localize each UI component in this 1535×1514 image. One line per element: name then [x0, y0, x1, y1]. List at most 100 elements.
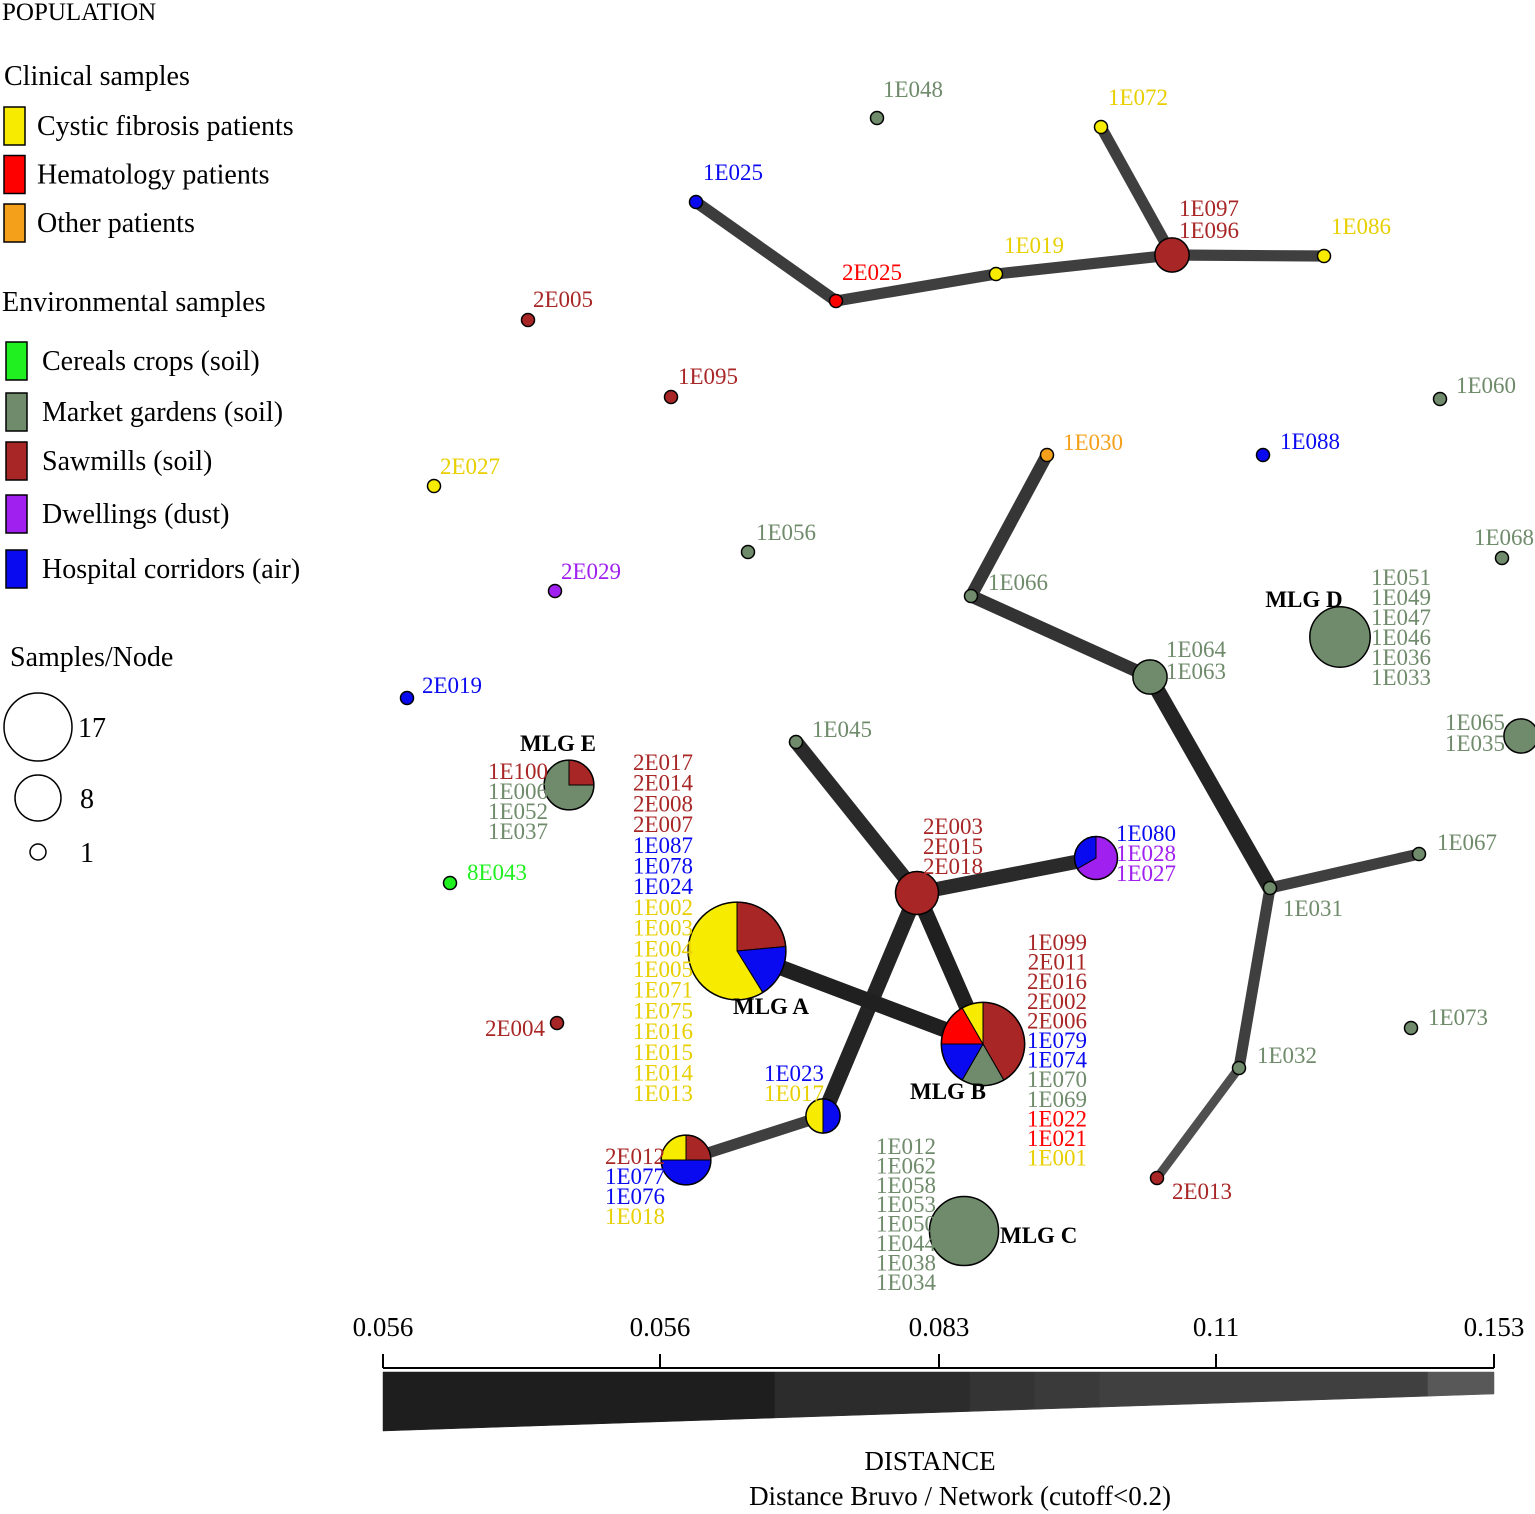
sample-label: 1E030 — [1063, 430, 1123, 455]
node-1e031-fill — [1262, 880, 1278, 896]
edge-1E097-1E086 — [1166, 249, 1330, 262]
edge-1E032-2E013 — [1152, 1063, 1244, 1183]
size-legend-label: 8 — [80, 784, 94, 815]
sample-label: 1E080 — [1116, 821, 1176, 846]
node-1e073 — [1403, 1020, 1419, 1036]
legend-label: Hospital corridors (air) — [42, 554, 300, 585]
node-1e073-fill — [1403, 1020, 1419, 1036]
node-1e056-fill — [740, 544, 756, 560]
node-1e060-fill — [1432, 391, 1448, 407]
node-2e019 — [399, 690, 415, 706]
node-2e005 — [520, 312, 536, 328]
size-legend-circle — [14, 774, 62, 822]
legend-swatch-sawmills — [5, 441, 28, 481]
edge-2E025-1E019 — [830, 268, 1002, 307]
sample-label: 1E056 — [756, 520, 816, 545]
sample-label: 2E005 — [533, 287, 593, 312]
sample-label: 1E087 — [633, 833, 693, 858]
node-2e013-fill — [1149, 1170, 1165, 1186]
sample-label: 2E012 — [605, 1144, 665, 1169]
gradient-segment — [1427, 1371, 1495, 1397]
sample-label: 1E034 — [876, 1270, 937, 1295]
node-2e027 — [426, 478, 442, 494]
node-1e023-outline — [805, 1098, 841, 1134]
node-1e064 — [1132, 659, 1168, 695]
sample-label: 1E003 — [633, 916, 693, 941]
node-1e019-fill — [988, 266, 1004, 282]
node-1e045 — [788, 734, 804, 750]
node-1e060 — [1432, 391, 1448, 407]
sample-label: 1E051 — [1371, 565, 1431, 590]
node-1e056 — [740, 544, 756, 560]
sample-label: 2E027 — [440, 454, 500, 479]
sample-label: 1E038 — [876, 1250, 936, 1275]
node-1e030 — [1039, 447, 1055, 463]
sample-label: 1E100 — [488, 759, 548, 784]
node-2e025 — [828, 293, 844, 309]
sample-label: 2E008 — [633, 791, 693, 816]
size-legend-label: 1 — [80, 838, 94, 869]
node-2e003-fill — [894, 870, 940, 916]
node-1e080 — [1073, 835, 1119, 881]
sample-label: 1E095 — [678, 364, 738, 389]
legend-swatch-market — [5, 392, 28, 432]
edge-1E025-2E025 — [690, 196, 842, 307]
sample-label: 1E053 — [876, 1192, 936, 1217]
sample-label: 1E077 — [605, 1164, 665, 1189]
node-mlgd — [1309, 606, 1371, 668]
legend-swatch-cystic_fibrosis — [3, 106, 26, 146]
sample-label: 1E035 — [1445, 731, 1505, 756]
sample-label: 1E086 — [1331, 214, 1391, 239]
scale-tick-label: 0.056 — [353, 1312, 414, 1342]
sample-label: 1E074 — [1027, 1048, 1088, 1073]
legend-swatch-other — [3, 203, 26, 243]
sample-label: 1E099 — [1027, 930, 1087, 955]
node-mlgb-outline — [940, 1001, 1026, 1087]
sample-label: 1E062 — [876, 1153, 936, 1178]
node-2e025-fill — [828, 293, 844, 309]
node-1e066 — [963, 588, 979, 604]
node-1e025 — [688, 194, 704, 210]
sample-label: 1E076 — [605, 1184, 665, 1209]
sample-label: 1E058 — [876, 1173, 936, 1198]
sample-label: 1E031 — [1283, 896, 1343, 921]
legend-swatch-cereals — [5, 341, 28, 381]
node-1e086-fill — [1316, 248, 1332, 264]
edge-1E066-1E064 — [964, 589, 1157, 684]
sample-label: 1E075 — [633, 998, 693, 1023]
sample-label: 2E025 — [842, 260, 902, 285]
sample-label: 1E019 — [1004, 233, 1064, 258]
sample-label: 2E007 — [633, 812, 693, 837]
node-mlgc — [928, 1195, 1000, 1267]
scale-tick-label: 0.056 — [630, 1312, 691, 1342]
node-2e012-outline — [660, 1134, 712, 1186]
sample-label: 1E078 — [633, 854, 693, 879]
node-8e043-fill — [442, 875, 458, 891]
sample-label: 1E045 — [812, 717, 872, 742]
gradient-segment — [1099, 1371, 1429, 1408]
sample-label: 2E018 — [923, 854, 983, 879]
gradient-segment — [969, 1371, 1036, 1412]
edge-1E031-1E032 — [1233, 882, 1276, 1074]
sample-label: 1E069 — [1027, 1087, 1087, 1112]
gradient-segment — [1034, 1371, 1101, 1410]
sample-label: 1E014 — [633, 1061, 694, 1086]
size-legend-circle — [29, 843, 47, 861]
sample-label: 1E068 — [1474, 525, 1534, 550]
sample-label: 1E004 — [633, 936, 694, 961]
legend-swatch-hospital — [5, 549, 28, 589]
mlg-label: MLG C — [1000, 1223, 1077, 1248]
sample-label: 1E067 — [1437, 830, 1497, 855]
size-legend-circle — [3, 692, 73, 762]
sample-label: 1E015 — [633, 1040, 693, 1065]
legend-title: POPULATION — [2, 0, 156, 26]
edge-1E030-1E066 — [964, 448, 1054, 603]
node-2e004-fill — [549, 1015, 565, 1031]
node-2e019-fill — [399, 690, 415, 706]
sample-label: 1E063 — [1166, 659, 1226, 684]
sample-label: 1E072 — [1108, 85, 1168, 110]
node-1e030-fill — [1039, 447, 1055, 463]
